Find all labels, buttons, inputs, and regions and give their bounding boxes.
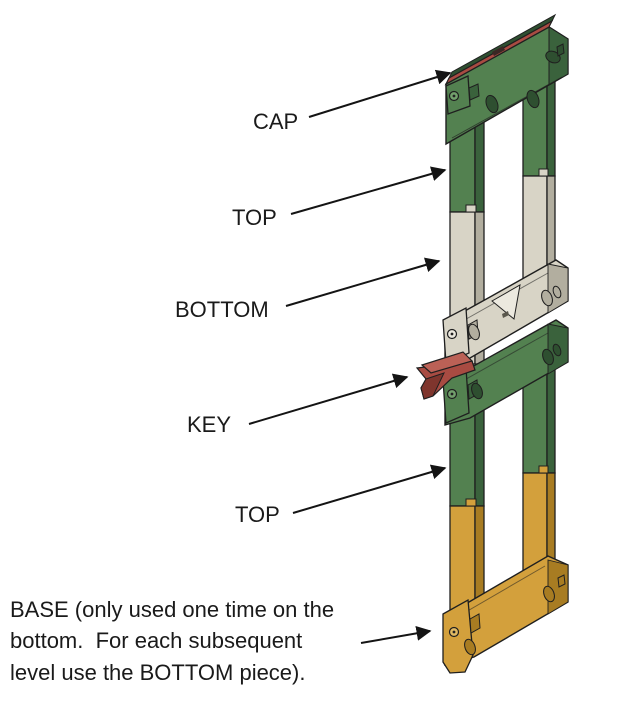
key-top-face <box>420 351 474 374</box>
bottom-arrow <box>285 257 441 307</box>
joint-notch <box>465 498 477 507</box>
rail-side <box>474 407 485 507</box>
bottom-label: BOTTOM <box>175 297 269 322</box>
oval-hole <box>552 343 562 357</box>
part-labels: CAP TOP BOTTOM KEY TOP <box>175 109 298 527</box>
cap-arrow <box>308 69 452 118</box>
arch-ledge-line <box>451 76 563 139</box>
oval-hole <box>526 89 540 109</box>
cap-label: CAP <box>253 109 298 134</box>
base-arrow <box>360 625 432 644</box>
key-piece <box>415 351 476 400</box>
top-piece-upper-arch <box>444 13 569 146</box>
joint-notch <box>538 168 549 177</box>
key-label: KEY <box>187 412 231 437</box>
edge-notch <box>557 574 566 588</box>
joint-notch <box>465 204 477 213</box>
cap-slot <box>492 46 505 56</box>
base-piece-yoke <box>442 555 569 674</box>
hinge-pin <box>452 94 456 98</box>
pocket-slot <box>502 311 509 318</box>
hinge-pin <box>450 392 454 396</box>
oval-hole <box>541 289 553 307</box>
hinge-pin <box>452 630 456 634</box>
yoke-side-face <box>547 559 569 615</box>
yoke-pocket <box>491 284 521 320</box>
latch-tab <box>469 613 481 634</box>
top-upper-arrow <box>290 166 447 215</box>
latch-tab <box>468 83 480 101</box>
base-note: BASE (only used one time on the bottom. … <box>10 597 334 685</box>
oval-hole <box>485 94 499 114</box>
oval-hole <box>471 382 483 400</box>
hinge-pin <box>450 332 454 336</box>
key-arrow <box>248 373 409 425</box>
arch-ledge-line <box>451 332 549 388</box>
joint-notch <box>538 465 549 474</box>
base-note-line-2: bottom. For each subsequent <box>10 628 302 653</box>
hinge-block <box>442 598 474 674</box>
oval-hole <box>468 323 480 341</box>
oval-hole <box>552 285 562 299</box>
top-lower-arrow <box>292 464 447 514</box>
oval-hole <box>545 50 561 64</box>
rail-face <box>449 407 476 507</box>
base-note-line-1: BASE (only used one time on the <box>10 597 334 622</box>
top-piece-lower-arch <box>442 319 569 426</box>
top-lower-label: TOP <box>235 502 280 527</box>
edge-notch <box>556 43 565 57</box>
oval-hole <box>464 638 476 656</box>
oval-hole <box>543 585 555 603</box>
oval-hole <box>542 348 554 366</box>
top-upper-label: TOP <box>232 205 277 230</box>
key-lower-flap <box>420 372 445 400</box>
base-note-line-3: level use the BOTTOM piece). <box>10 660 306 685</box>
leader-arrows <box>248 69 452 644</box>
